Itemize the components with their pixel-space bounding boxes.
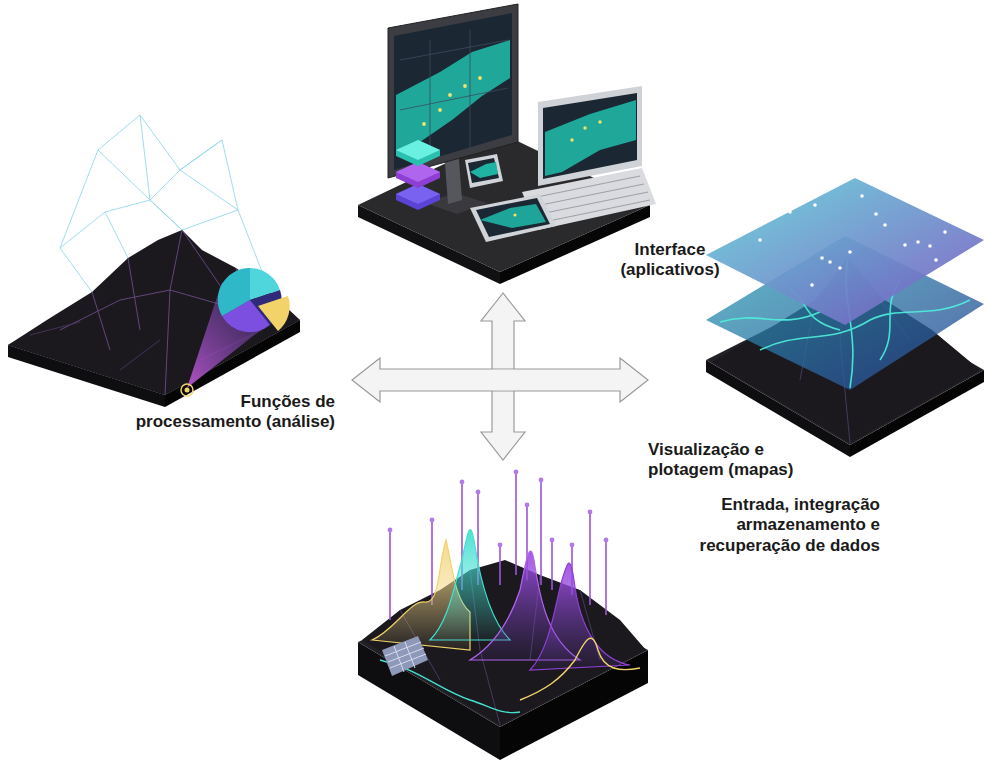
data-illustration [358, 470, 648, 760]
illustration-line [540, 480, 542, 585]
illustration-line [605, 540, 607, 615]
analysis-illustration [8, 115, 300, 407]
illustration-circle [448, 93, 452, 97]
illustration-polygon [394, 13, 512, 170]
illustration-circle [588, 510, 593, 515]
illustration-circle [478, 76, 482, 80]
illustration-circle [810, 283, 814, 287]
component-group: Entrada, integração armazenamento e recu… [355, 460, 890, 765]
illustration-circle [476, 490, 481, 495]
illustration-circle [430, 518, 435, 523]
illustration-circle [838, 266, 842, 270]
illustration-line [389, 530, 391, 620]
illustration-path [530, 563, 630, 670]
illustration-circle [813, 203, 817, 207]
illustration-line [515, 472, 517, 575]
illustration-circle [550, 538, 555, 543]
illustration-circle [903, 243, 907, 247]
illustration-path [480, 204, 546, 228]
illustration-circle [928, 244, 932, 248]
component-label: Visualização e plotagem (mapas) [648, 440, 818, 481]
double-arrow [352, 358, 648, 402]
illustration-circle [570, 138, 573, 141]
illustration-circle [604, 538, 609, 543]
illustration-circle [570, 543, 575, 548]
illustration-circle [758, 238, 762, 242]
illustration-path [385, 642, 426, 672]
illustration-circle [463, 84, 467, 88]
illustration-circle [525, 503, 530, 508]
illustration-circle [181, 384, 193, 396]
illustration-path [430, 530, 510, 640]
illustration-circle [583, 126, 586, 129]
illustration-line [499, 545, 501, 585]
component-label: Interface (aplicativos) [610, 240, 730, 281]
illustration-line [589, 512, 591, 605]
illustration-path [520, 638, 640, 700]
illustration-circle [460, 480, 465, 485]
illustration-circle [498, 543, 503, 548]
illustration-circle [788, 210, 792, 214]
illustration-circle [513, 213, 516, 216]
illustration-polygon [465, 154, 503, 188]
illustration-polygon [396, 140, 440, 160]
illustration-circle [934, 258, 938, 262]
illustration-circle [848, 250, 852, 254]
illustration-polygon [382, 636, 428, 676]
illustration-circle [860, 194, 864, 198]
component-group: Funções de processamento (análise) [5, 40, 352, 470]
illustration-path [218, 268, 250, 316]
illustration-circle [514, 470, 519, 475]
component-label: Entrada, integração armazenamento e recu… [665, 495, 880, 556]
illustration-g [388, 470, 609, 548]
arrow-crossing [493, 370, 513, 390]
map-layers-illustration [706, 178, 984, 457]
illustration-path [470, 162, 498, 178]
illustration-circle [874, 212, 878, 216]
illustration-circle [598, 120, 601, 123]
illustration-polygon [538, 86, 642, 186]
illustration-polygon [706, 178, 984, 325]
illustration-g [758, 194, 947, 287]
illustration-circle [438, 108, 442, 112]
illustration-path [545, 100, 636, 176]
illustration-circle [828, 260, 832, 264]
illustration-path [60, 115, 270, 292]
illustration-circle [916, 240, 920, 244]
component-group: Interface (aplicativos) [340, 5, 720, 293]
illustration-circle [539, 478, 544, 483]
illustration-path [60, 230, 250, 395]
illustration-polygon [8, 230, 300, 395]
illustration-circle [943, 230, 947, 234]
illustration-polygon [388, 4, 518, 178]
illustration-line [431, 520, 433, 605]
illustration-polygon [396, 140, 440, 166]
illustration-circle [185, 388, 190, 393]
component-group: Visualização e plotagem (mapas) [648, 170, 985, 500]
interface-illustration [358, 4, 656, 284]
illustration-path [400, 30, 508, 160]
illustration-circle [883, 223, 887, 227]
illustration-polygon [543, 93, 637, 179]
illustration-path [396, 40, 510, 154]
illustration-circle [388, 528, 393, 533]
illustration-polygon [470, 194, 556, 242]
illustration-polygon [476, 198, 550, 237]
component-label: Funções de processamento (análise) [120, 392, 335, 433]
illustration-polygon [468, 158, 499, 183]
illustration-circle [422, 122, 426, 126]
illustration-circle [820, 256, 824, 260]
illustration-path [258, 296, 290, 331]
illustration-line [551, 540, 553, 590]
